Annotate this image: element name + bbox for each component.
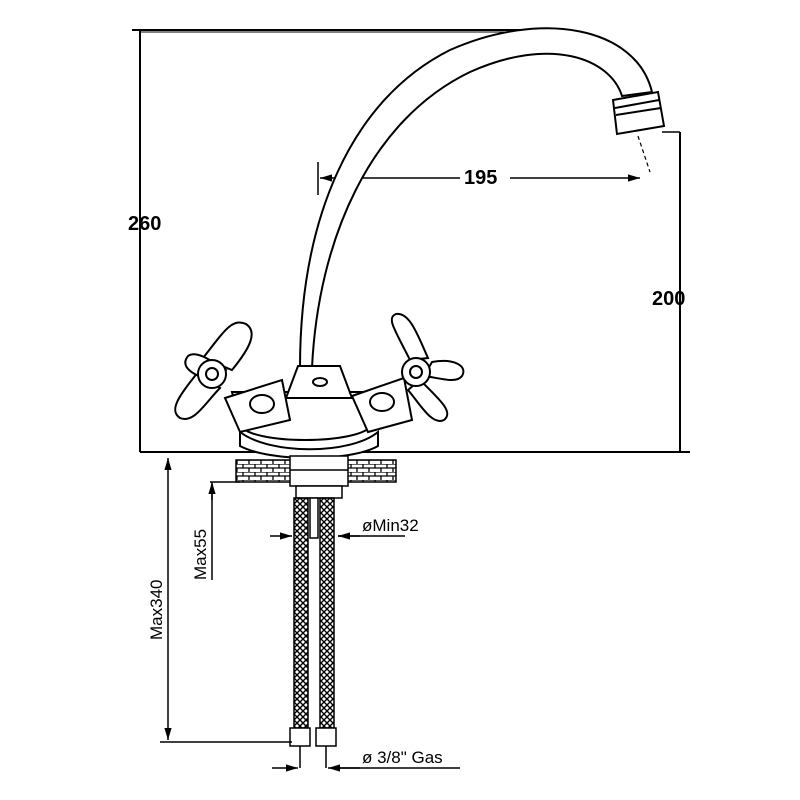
- spout-height-label: 200: [652, 288, 685, 310]
- max55-dimension: [208, 481, 240, 580]
- water-stream: [637, 135, 651, 173]
- max-hose-length-label: Max340: [147, 580, 166, 640]
- left-hose: [293, 497, 309, 729]
- right-hose: [319, 497, 335, 729]
- height-total-label: 260: [128, 213, 161, 235]
- flexible-hoses: [289, 497, 337, 768]
- spout: [298, 27, 666, 369]
- left-hose-nut: [289, 727, 311, 747]
- right-hose-nut: [315, 727, 337, 747]
- spout-aerator: [611, 90, 666, 136]
- max340-dimension: [160, 458, 292, 743]
- min-hole-diameter-label: øMin32: [362, 516, 419, 535]
- connection-thread-label: ø 3/8" Gas: [362, 748, 443, 767]
- max-deck-thickness-label: Max55: [191, 529, 210, 580]
- right-cross-handle: [350, 312, 465, 434]
- deck-section: [235, 455, 397, 499]
- spout-reach-label: 195: [464, 167, 497, 189]
- left-cross-handle: [174, 321, 292, 434]
- reference-lines: [132, 29, 690, 453]
